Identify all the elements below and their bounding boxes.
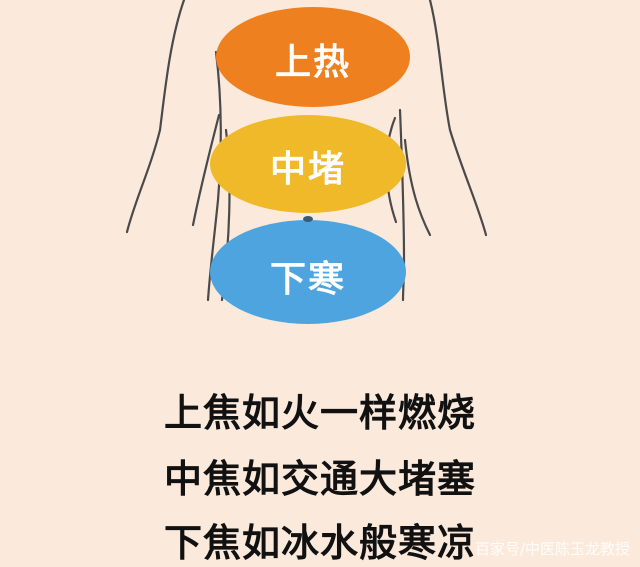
torso-illustration bbox=[125, 0, 488, 324]
upper-zone-label: 上热 bbox=[274, 42, 351, 83]
caption-upper: 上焦如火一样燃烧 bbox=[163, 391, 476, 435]
caption-lower: 下焦如冰水般寒凉 bbox=[163, 521, 476, 565]
middle-zone-label: 中堵 bbox=[269, 149, 346, 190]
watermark: 百家号/中医陈玉龙教授 bbox=[474, 540, 630, 558]
upper-zone-ellipse bbox=[216, 7, 410, 107]
middle-zone-ellipse bbox=[210, 115, 406, 213]
navel-mark bbox=[303, 216, 313, 222]
caption-middle: 中焦如交通大堵塞 bbox=[163, 457, 476, 501]
lower-zone-label: 下寒 bbox=[269, 259, 346, 300]
lower-zone-ellipse bbox=[210, 220, 406, 324]
